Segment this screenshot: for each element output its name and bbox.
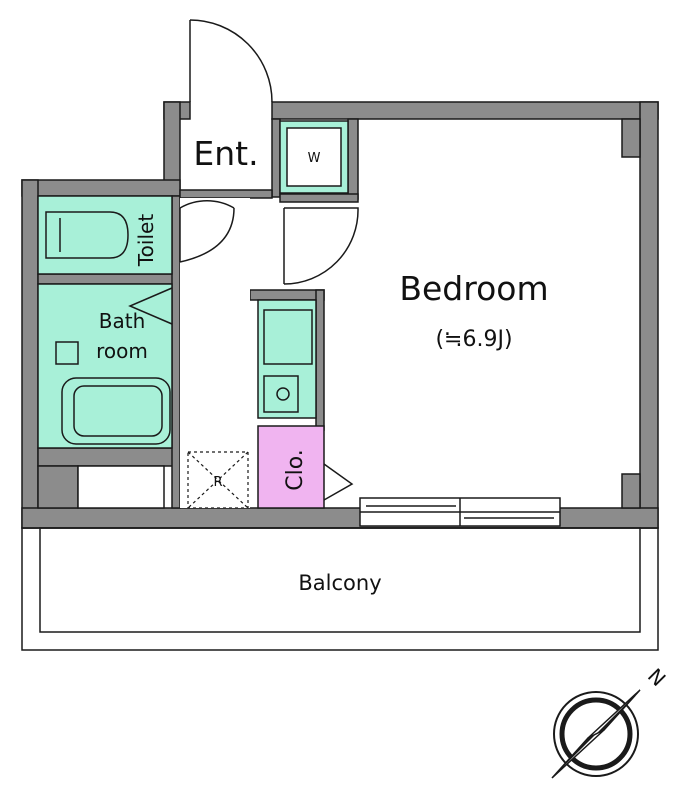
walls (21, 101, 659, 529)
balcony-area (21, 527, 659, 651)
toilet-area: Toilet (37, 195, 173, 275)
balcony-label: Balcony (298, 571, 381, 595)
kitchen-area (257, 299, 317, 419)
lower-storage (77, 465, 165, 509)
compass-north-label: N (643, 664, 671, 692)
bedroom-window (359, 497, 561, 527)
washer-label: W (308, 151, 321, 166)
washer-area: W (279, 120, 349, 194)
doors (179, 19, 359, 285)
compass-icon: N (551, 664, 671, 779)
entrance-label: Ent. (193, 134, 258, 173)
bathroom-label-line2: room (96, 339, 148, 363)
toilet-label: Toilet (134, 214, 158, 267)
bathroom-label-line1: Bath (99, 309, 146, 333)
closet-label: Clo. (283, 449, 308, 491)
bedroom-size-label: (≒6.9J) (435, 327, 512, 352)
bathroom-area: Bath room (37, 283, 173, 449)
refrigerator-label: R (213, 475, 222, 490)
closet-area: Clo. (257, 425, 354, 509)
bedroom-label: Bedroom (399, 269, 548, 308)
refrigerator-space: R (187, 451, 249, 509)
